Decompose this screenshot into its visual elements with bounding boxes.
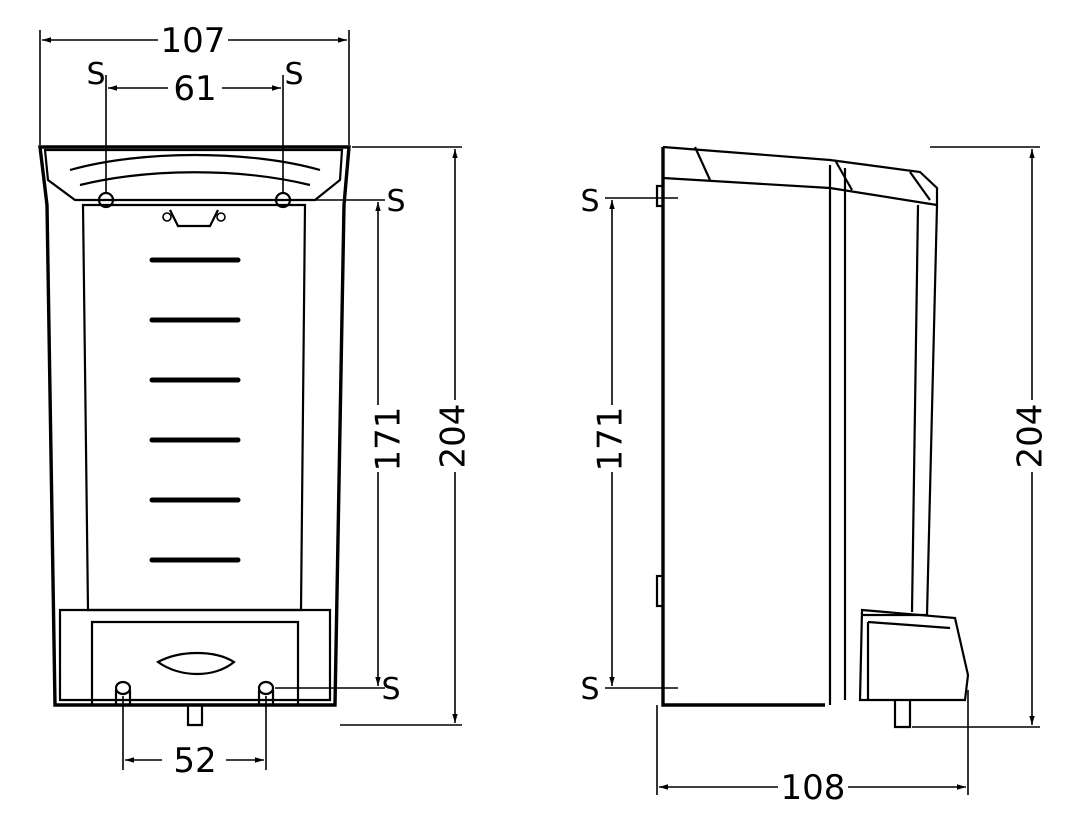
side-screw-marker-top: S (580, 184, 599, 219)
side-view: 108 171 S S 204 (580, 145, 1051, 808)
front-panel-outline (81, 203, 307, 612)
front-width-label: 107 (161, 21, 226, 61)
front-height-label: 204 (434, 404, 474, 469)
front-top-cap (43, 148, 344, 202)
side-body-outline (662, 145, 939, 617)
front-screw-height-label: 171 (369, 407, 409, 472)
bottom-tray (58, 608, 332, 702)
screw-marker-right-top: S (386, 184, 405, 219)
push-button (155, 651, 236, 676)
nozzle (186, 705, 204, 727)
key-slot (169, 209, 219, 228)
front-body-outline (38, 145, 351, 707)
side-pump-housing (858, 608, 970, 702)
screw-marker-right-bottom: S (381, 672, 400, 707)
top-screw-spacing-label: 61 (173, 69, 216, 109)
screw-marker-top-right: S (284, 57, 303, 92)
side-nozzle (893, 700, 912, 729)
screw-marker-top-left: S (86, 57, 105, 92)
side-screw-marker-bottom: S (580, 672, 599, 707)
bottom-left-screw (114, 680, 132, 696)
bottom-screw-spacing-label: 52 (173, 741, 216, 781)
top-left-screw (97, 191, 115, 209)
side-depth-label: 108 (781, 768, 846, 808)
side-back-plate (661, 147, 825, 707)
side-screw-height-label: 171 (591, 407, 631, 472)
side-height-label: 204 (1011, 404, 1051, 469)
bottom-right-screw (257, 680, 275, 696)
front-view: 107 61 S S 52 171 S S 204 (38, 21, 474, 781)
